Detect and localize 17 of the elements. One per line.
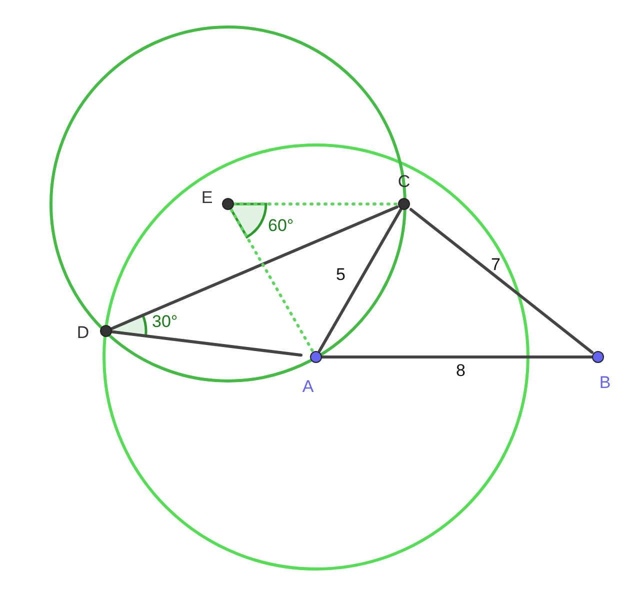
length-label: 5 (336, 266, 346, 284)
line-segment (318, 208, 402, 352)
line-segment (320, 356, 594, 358)
point-label: D (76, 324, 90, 342)
point (200, 189, 234, 210)
line-segment (232, 202, 398, 206)
line-segment (110, 205, 398, 330)
point-label: B (598, 374, 612, 392)
line-segment (110, 330, 302, 357)
point-label: A (301, 378, 315, 396)
line-segment (410, 208, 594, 354)
line-segment (230, 208, 314, 352)
length-label: 7 (491, 256, 500, 274)
length-label: 8 (456, 362, 466, 380)
angle-label: 30° (152, 313, 178, 331)
angle-label: 60° (268, 217, 294, 235)
point-label: E (200, 189, 214, 207)
